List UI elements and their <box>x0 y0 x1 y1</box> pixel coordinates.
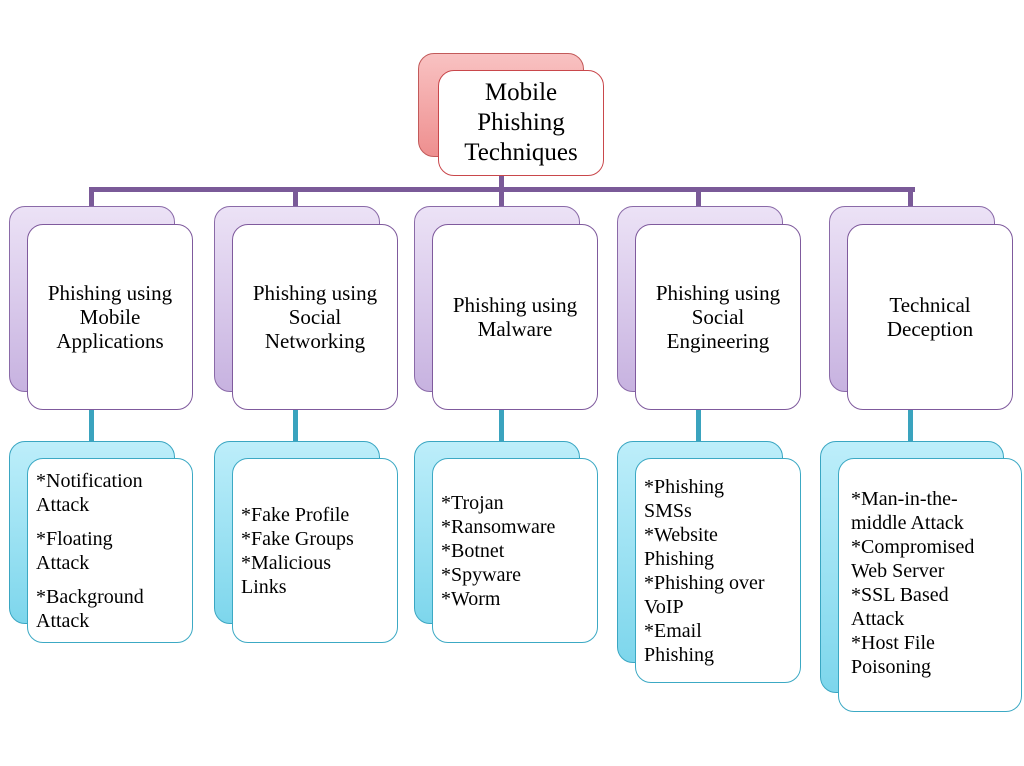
item-text: *Compromised Web Server <box>851 536 975 582</box>
item-text: *Man-in-the- middle Attack <box>851 488 964 534</box>
item-text: *Spyware <box>441 564 521 586</box>
item-text: *Email Phishing <box>644 620 715 666</box>
item-text: *Floating Attack <box>36 528 113 574</box>
item-text: *SSL Based Attack <box>851 584 949 630</box>
item-text: *Website Phishing <box>644 524 718 570</box>
category-node-social-engineering: Phishing using Social Engineering <box>635 224 801 410</box>
category-label: Technical Deception <box>886 293 974 341</box>
category-node-social-networking: Phishing using Social Networking <box>232 224 398 410</box>
category-node-mobile-applications: Phishing using Mobile Applications <box>27 224 193 410</box>
connector-category-4-to-items <box>696 408 701 444</box>
category-node-malware: Phishing using Malware <box>432 224 598 410</box>
category-label: Phishing using Social Engineering <box>655 281 781 353</box>
connector-to-category-2 <box>293 187 298 209</box>
item-list-social-networking: *Fake Profile *Fake Groups *Malicious Li… <box>232 458 398 643</box>
item-text: *Worm <box>441 588 501 610</box>
connector-to-category-3 <box>499 187 504 209</box>
category-label: Phishing using Social Networking <box>252 281 378 353</box>
item-text: *Trojan <box>441 492 504 514</box>
item-text: *Fake Profile <box>241 504 350 526</box>
category-label: Phishing using Malware <box>452 293 578 341</box>
category-node-technical-deception: Technical Deception <box>847 224 1013 410</box>
connector-category-3-to-items <box>499 408 504 444</box>
item-text: *Background Attack <box>36 586 144 632</box>
item-list-social-engineering: *Phishing SMSs *Website Phishing *Phishi… <box>635 458 801 683</box>
connector-to-category-1 <box>89 187 94 209</box>
item-list-mobile-applications: *Notification Attack *Floating Attack *B… <box>27 458 193 643</box>
item-list-malware: *Trojan *Ransomware *Botnet *Spyware *Wo… <box>432 458 598 643</box>
item-text: *Host File Poisoning <box>851 632 935 678</box>
category-label: Phishing using Mobile Applications <box>47 281 173 353</box>
connector-category-2-to-items <box>293 408 298 444</box>
root-node: Mobile Phishing Techniques <box>438 70 604 176</box>
connector-to-category-5 <box>908 187 913 209</box>
connector-to-category-4 <box>696 187 701 209</box>
item-text: *Phishing over VoIP <box>644 572 765 618</box>
connector-root-down <box>499 173 504 190</box>
item-text: *Malicious Links <box>241 552 331 598</box>
item-text: *Fake Groups <box>241 528 354 550</box>
item-text: *Phishing SMSs <box>644 476 725 522</box>
connector-category-1-to-items <box>89 408 94 444</box>
item-text: *Botnet <box>441 540 505 562</box>
item-text: *Notification Attack <box>36 470 143 516</box>
item-text: *Ransomware <box>441 516 556 538</box>
item-list-technical-deception: *Man-in-the- middle Attack *Compromised … <box>838 458 1022 712</box>
connector-category-5-to-items <box>908 408 913 444</box>
root-node-label: Mobile Phishing Techniques <box>464 79 578 166</box>
